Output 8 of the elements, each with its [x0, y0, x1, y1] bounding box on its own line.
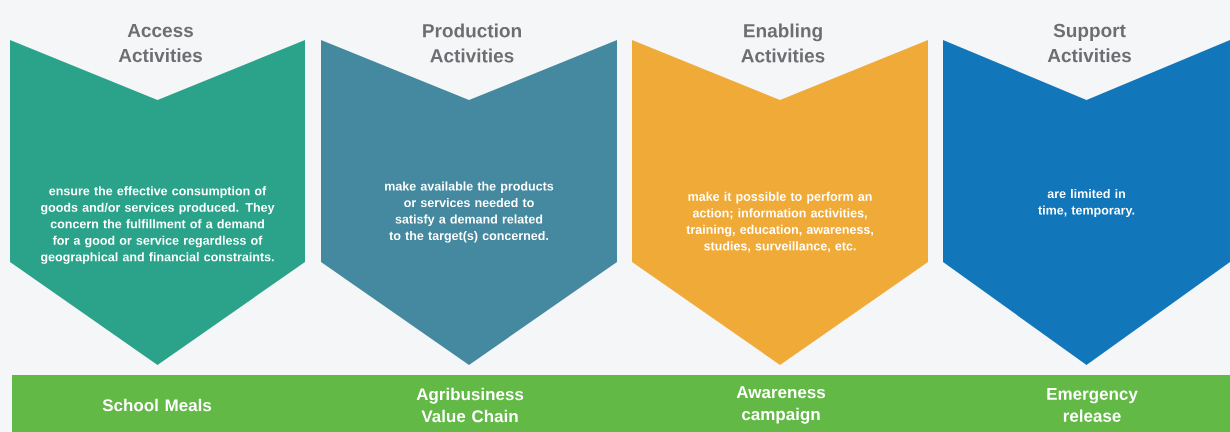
heading: Production Activities	[423, 23, 521, 63]
heading: Enabling Activities	[741, 23, 825, 63]
band-label: Awareness campaign	[736, 386, 826, 424]
heading: Access Activities	[118, 23, 202, 63]
band-label: School Meals	[102, 398, 212, 412]
heading: Support Activities	[1047, 23, 1131, 63]
band-label: Emergency release	[1047, 388, 1138, 422]
band-label: Agribusiness Value Chain	[416, 387, 524, 423]
